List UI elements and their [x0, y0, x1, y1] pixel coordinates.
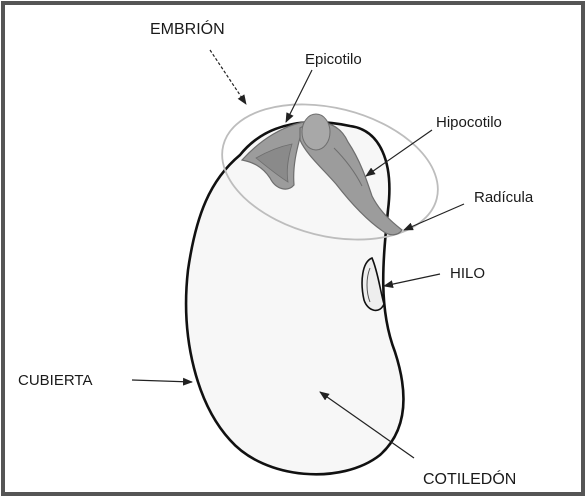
label-epicotilo: Epicotilo: [305, 51, 362, 68]
label-hipocotilo: Hipocotilo: [436, 114, 502, 131]
label-hilo: HILO: [450, 265, 485, 282]
label-radicula: Radícula: [474, 189, 534, 206]
label-embrion: EMBRIÓN: [150, 19, 225, 38]
label-cotiledon: COTILEDÓN: [423, 469, 516, 488]
epicotyl-bud: [302, 114, 330, 150]
label-cubierta: CUBIERTA: [18, 372, 92, 389]
